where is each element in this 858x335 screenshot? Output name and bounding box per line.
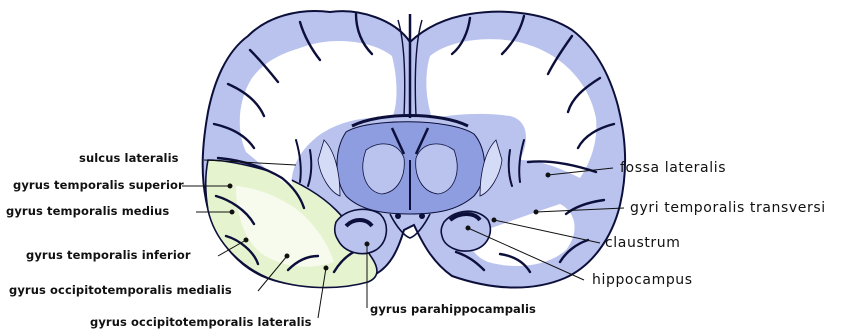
hippocampus-right — [441, 211, 490, 251]
label-gyrus-parahippocampalis: gyrus parahippocampalis — [370, 304, 536, 316]
label-fossa-lateralis: fossa lateralis — [620, 161, 726, 175]
optic-tract-left — [395, 213, 401, 219]
label-gyri-temporalis-transversi: gyri temporalis transversi — [630, 201, 826, 215]
optic-tract-right — [419, 213, 425, 219]
label-gyrus-temporalis-inferior: gyrus temporalis inferior — [26, 250, 191, 262]
label-gyrus-temporalis-medius: gyrus temporalis medius — [6, 206, 169, 218]
label-sulcus-lateralis: sulcus lateralis — [79, 153, 179, 165]
label-gyrus-occipitotemporalis-medialis: gyrus occipitotemporalis medialis — [9, 285, 232, 297]
label-gyrus-occipitotemporalis-lateralis: gyrus occipitotemporalis lateralis — [90, 317, 312, 329]
hippocampus-left — [335, 209, 387, 253]
label-hippocampus: hippocampus — [592, 273, 693, 287]
label-gyrus-temporalis-superior: gyrus temporalis superior — [13, 180, 184, 192]
label-claustrum: claustrum — [605, 236, 681, 250]
